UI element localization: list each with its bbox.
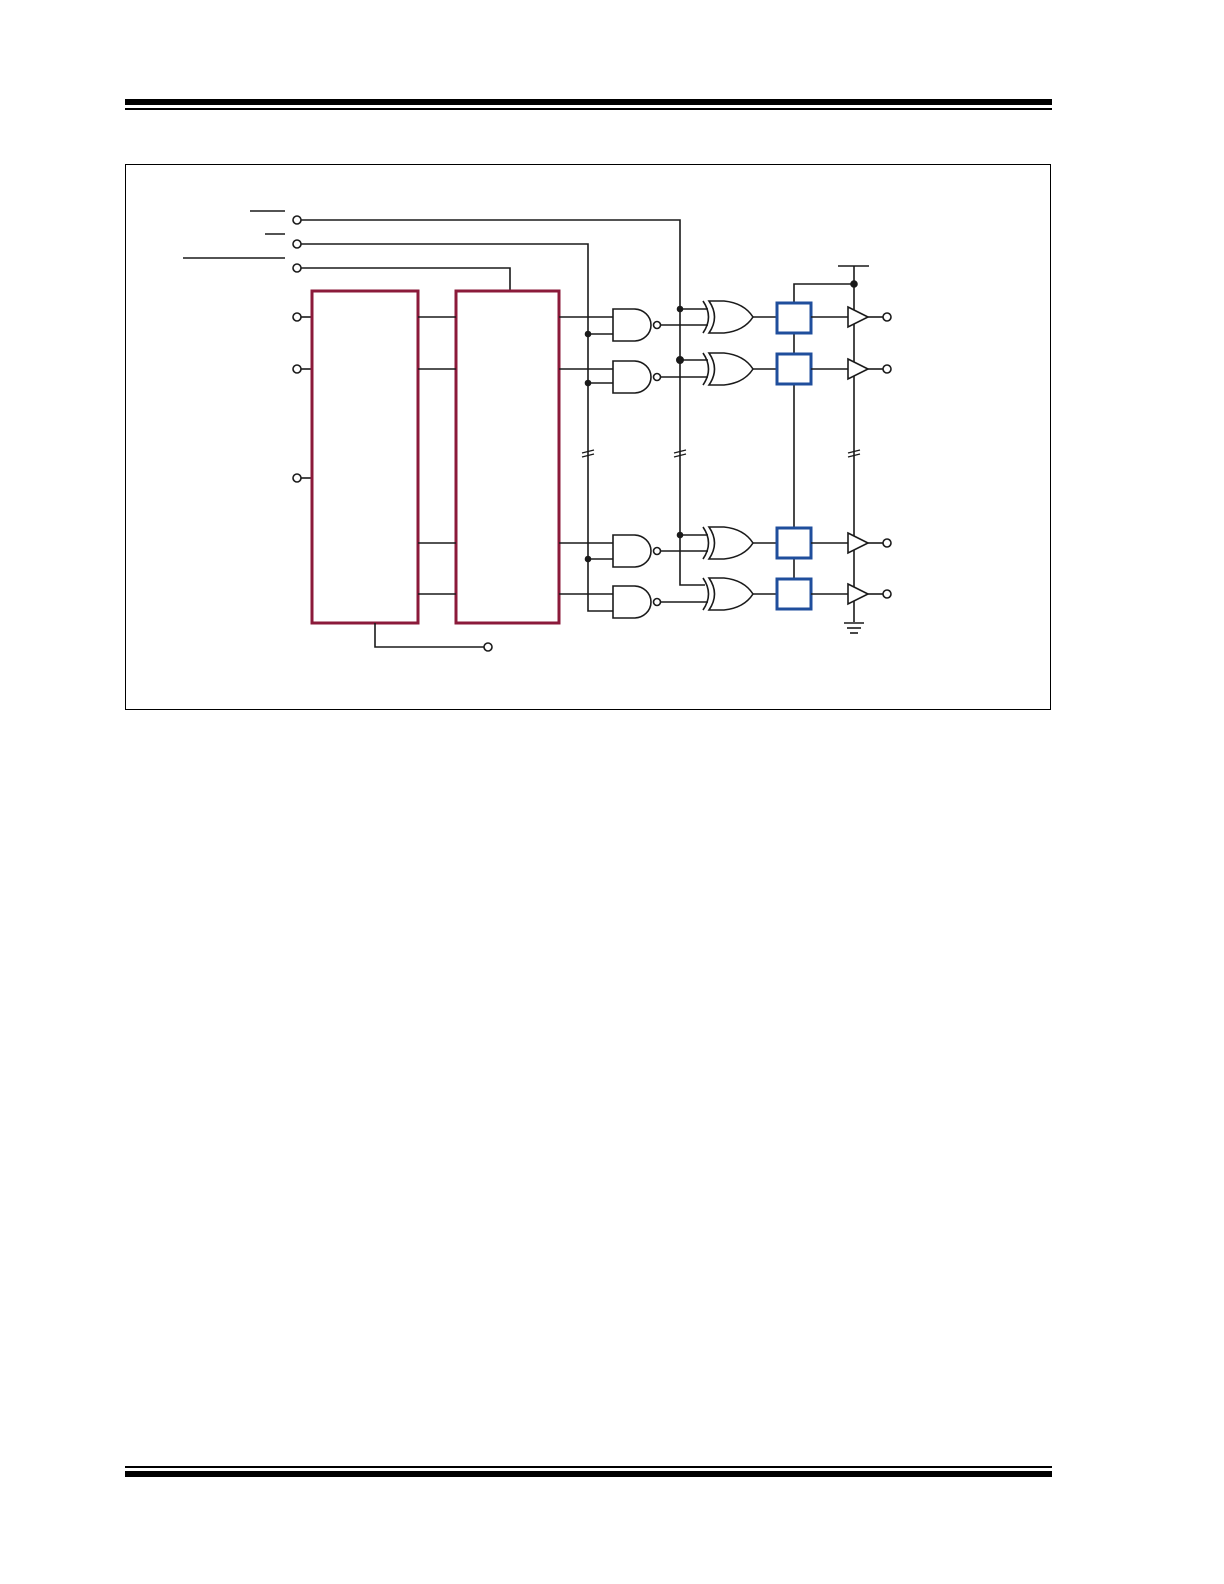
break-mark-2 [673, 449, 687, 458]
control-pin-1 [292, 215, 302, 225]
junction-dot [584, 379, 592, 387]
switch-box-1 [775, 301, 813, 335]
control-pin-3 [292, 263, 302, 273]
diagram-frame [125, 164, 1051, 710]
data-pin-1 [292, 312, 302, 322]
nand-gate-2 [612, 360, 662, 394]
switch-bus [793, 283, 854, 579]
output-pin-4 [882, 589, 892, 599]
block-right [454, 289, 561, 625]
break-mark-3 [847, 449, 861, 458]
buffer-2 [847, 357, 870, 381]
junction-dot [675, 355, 684, 364]
junction-dot [676, 305, 684, 313]
control-line-3 [301, 267, 511, 291]
buffer-1 [847, 305, 870, 329]
control-pin-2 [292, 239, 302, 249]
nand-gate-3 [612, 534, 662, 568]
switch-box-2 [775, 352, 813, 386]
switch-box-4 [775, 577, 813, 611]
output-pin-3 [882, 538, 892, 548]
junction-dot [850, 280, 858, 288]
header-rule-thick [125, 99, 1052, 105]
nand-gate-1 [612, 308, 662, 342]
output-pin-1 [882, 312, 892, 322]
xor-gate-3 [702, 526, 754, 560]
ground-icon [844, 622, 864, 634]
junction-dot [676, 531, 684, 539]
switch-box-3 [775, 526, 813, 560]
xor-gate-1 [702, 300, 754, 334]
footer-rule-thin [125, 1466, 1052, 1468]
data-pin-2 [292, 364, 302, 374]
header-rule-thin [125, 108, 1052, 110]
xor-gate-2 [702, 352, 754, 386]
block-left [310, 289, 420, 625]
nand-gate-4 [612, 585, 662, 619]
bottom-output-pin [483, 642, 493, 652]
output-pin-2 [882, 364, 892, 374]
bottom-output-line [374, 623, 484, 648]
data-pin-3 [292, 473, 302, 483]
junction-dot [584, 555, 592, 563]
xor-gate-4 [702, 577, 754, 611]
break-mark-1 [581, 449, 595, 458]
footer-rule-thick [125, 1471, 1052, 1477]
control-line-2 [301, 243, 613, 612]
junction-dot [584, 330, 592, 338]
buffer-4 [847, 582, 870, 606]
control-line-1 [301, 219, 705, 586]
buffer-3 [847, 531, 870, 555]
